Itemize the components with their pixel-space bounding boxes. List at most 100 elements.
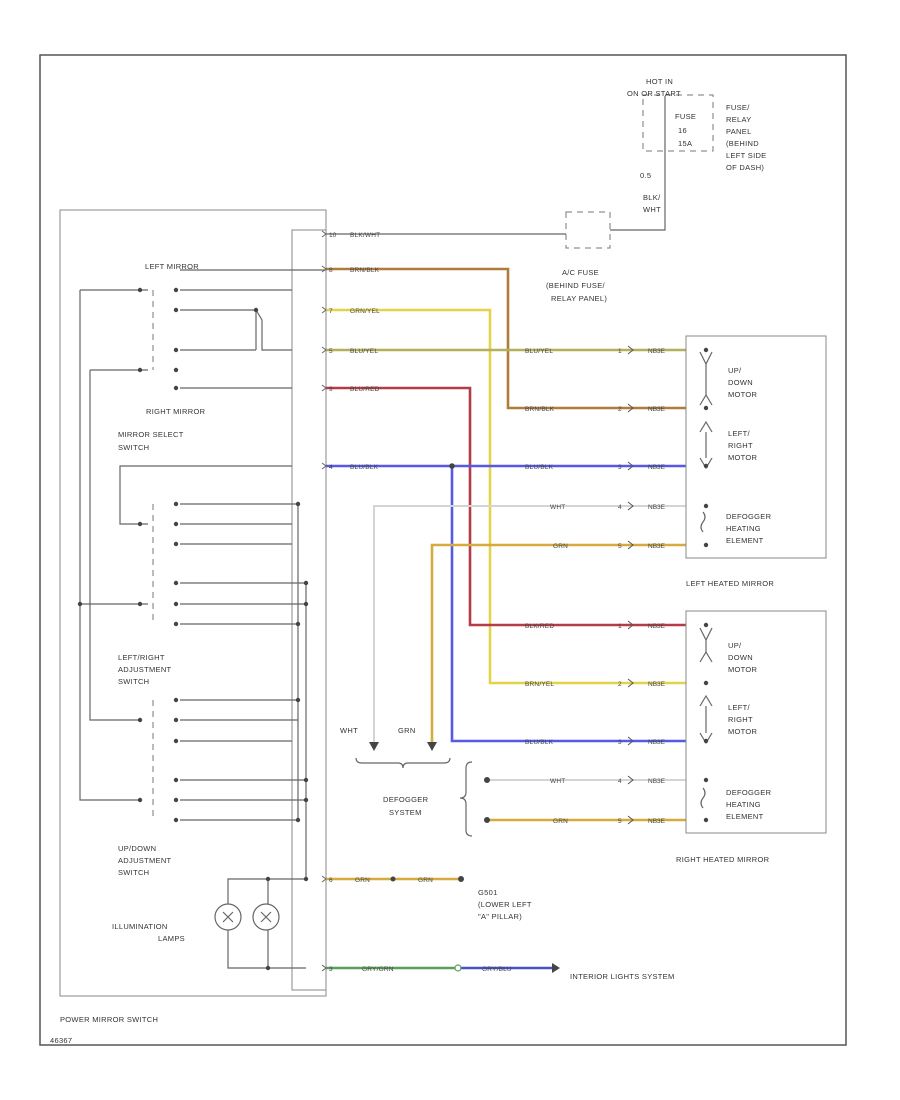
fuse-panel-desc: FUSE/ RELAY PANEL (BEHIND LEFT SIDE OF D… — [726, 103, 767, 172]
mirror-pin-number: 2 — [618, 681, 622, 688]
right-heated-mirror-box — [685, 610, 827, 834]
wire-label-ground-2: GRN — [418, 877, 433, 884]
diagram-id: 46367 — [50, 1036, 72, 1045]
switch-contact — [137, 521, 143, 527]
wire-label-brn-blk: BRN/BLK — [350, 267, 380, 274]
svg-text:LEFT/: LEFT/ — [728, 429, 751, 438]
switch-pin-label: 5 — [329, 348, 333, 355]
svg-text:RIGHT: RIGHT — [728, 715, 753, 724]
up-down-adjustment-switch-label: UP/DOWN ADJUSTMENT SWITCH — [118, 844, 172, 877]
svg-text:MOTOR: MOTOR — [728, 665, 758, 674]
wire-label-brn-blk-2: BRN/BLK — [525, 406, 555, 413]
defogger-right-brace — [459, 761, 473, 837]
power-mirror-switch-label: POWER MIRROR SWITCH — [60, 1015, 158, 1024]
right-motor-icons — [699, 627, 713, 809]
svg-text:DEFOGGER: DEFOGGER — [383, 795, 429, 804]
switch-contact — [295, 621, 301, 627]
mirror-connector-label: NB3E — [648, 543, 666, 550]
svg-text:ADJUSTMENT: ADJUSTMENT — [118, 665, 172, 674]
mirror-pin-arrow-icon — [627, 403, 634, 413]
mirror-pin-arrow-icon — [627, 501, 634, 511]
ground-point — [458, 876, 464, 882]
right-updown-motor-label: UP/ DOWN MOTOR — [728, 641, 758, 674]
svg-text:DEFOGGER: DEFOGGER — [726, 788, 772, 797]
wire-label-int-1: GRY/GRN — [362, 966, 394, 973]
wire-label-blk-wht: BLK/WHT — [350, 232, 380, 239]
svg-text:LEFT/RIGHT: LEFT/RIGHT — [118, 653, 165, 662]
ac-fuse-label: A/C FUSE (BEHIND FUSE/ RELAY PANEL) — [546, 268, 607, 303]
defogger-grn-label: GRN — [398, 726, 416, 735]
mirror-pin-number: 4 — [618, 778, 622, 785]
switch-contact — [173, 501, 179, 507]
ground-splice — [390, 876, 396, 882]
mirror-pin-arrow-icon — [627, 815, 634, 825]
wire-label-int-2: GRY/BLU — [482, 966, 512, 973]
switch-contact — [173, 541, 179, 547]
wire-label-wht: WHT — [550, 504, 565, 511]
mirror-connector-label: NB3E — [648, 681, 666, 688]
mirror-connector-label: NB3E — [648, 739, 666, 746]
switch-contact — [173, 817, 179, 823]
power-mirror-switch-box — [59, 209, 327, 997]
wire-label-blu-yel: BLU/YEL — [350, 348, 378, 355]
mirror-select-switch-label: MIRROR SELECT SWITCH — [118, 430, 184, 452]
svg-text:(BEHIND: (BEHIND — [726, 139, 759, 148]
svg-text:UP/: UP/ — [728, 641, 742, 650]
svg-text:G501: G501 — [478, 888, 498, 897]
switch-contact — [303, 797, 309, 803]
mirror-terminal-dot — [703, 817, 709, 823]
svg-text:A/C FUSE: A/C FUSE — [562, 268, 599, 277]
switch-contact — [303, 777, 309, 783]
svg-text:SWITCH: SWITCH — [118, 443, 149, 452]
svg-text:FUSE/: FUSE/ — [726, 103, 750, 112]
interior-lights-label: INTERIOR LIGHTS SYSTEM — [570, 972, 675, 981]
mirror-terminal-dot — [703, 777, 709, 783]
mirror-pin-arrow-icon — [627, 540, 634, 550]
svg-text:LEFT SIDE: LEFT SIDE — [726, 151, 767, 160]
svg-text:ELEMENT: ELEMENT — [726, 536, 764, 545]
mirror-connector-label: NB3E — [648, 348, 666, 355]
svg-text:DEFOGGER: DEFOGGER — [726, 512, 772, 521]
switch-contact — [303, 876, 309, 882]
switch-contact — [173, 738, 179, 744]
blk-wht-label-2: WHT — [643, 205, 661, 214]
svg-text:DOWN: DOWN — [728, 653, 753, 662]
pin-arrow-icon — [321, 462, 327, 470]
left-mirror-label: LEFT MIRROR — [145, 262, 199, 271]
left-motor-icons — [699, 351, 713, 533]
wht-terminal — [484, 777, 490, 783]
on-or-start-label: ON OR START — [627, 89, 681, 98]
svg-text:ADJUSTMENT: ADJUSTMENT — [118, 856, 172, 865]
svg-text:MOTOR: MOTOR — [728, 453, 758, 462]
switch-contact — [173, 347, 179, 353]
switch-contact — [77, 601, 83, 607]
switch-contact — [173, 521, 179, 527]
switch-contact — [173, 580, 179, 586]
switch-contact — [173, 621, 179, 627]
switch-contact — [303, 601, 309, 607]
svg-text:(LOWER LEFT: (LOWER LEFT — [478, 900, 532, 909]
wire-label-blu-blk: BLU/BLK — [350, 464, 379, 471]
left-heated-mirror-box — [685, 335, 827, 559]
pin-arrow-icon — [321, 964, 327, 972]
mirror-pin-arrow-icon — [627, 345, 634, 355]
hot-in-label: HOT IN — [646, 77, 673, 86]
svg-text:OF DASH): OF DASH) — [726, 163, 764, 172]
ignition-feed-wire — [610, 140, 666, 231]
svg-text:RELAY: RELAY — [726, 115, 752, 124]
svg-text:LAMPS: LAMPS — [158, 934, 185, 943]
mirror-terminal-dot — [703, 503, 709, 509]
svg-text:MIRROR SELECT: MIRROR SELECT — [118, 430, 184, 439]
fuse-relay-panel — [642, 94, 714, 152]
wire-label-ground-1: GRN — [355, 877, 370, 884]
svg-text:UP/: UP/ — [728, 366, 742, 375]
left-leftright-motor-label: LEFT/ RIGHT MOTOR — [728, 429, 758, 462]
switch-contact — [265, 876, 271, 882]
switch-pin-label: 7 — [329, 308, 333, 315]
mirror-pin-number: 3 — [618, 739, 622, 746]
grn-terminal — [484, 817, 490, 823]
switch-contact — [295, 501, 301, 507]
defogger-brace — [355, 757, 451, 769]
